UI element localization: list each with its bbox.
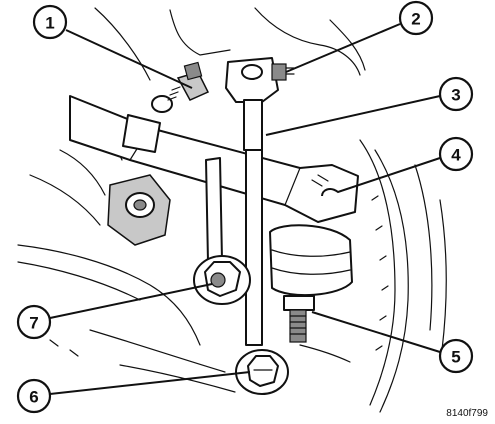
callout-4: 4 bbox=[438, 136, 474, 172]
callout-2: 2 bbox=[398, 0, 434, 36]
callout-7: 7 bbox=[16, 304, 52, 340]
leader-5 bbox=[311, 311, 441, 353]
callout-7-label: 7 bbox=[29, 314, 38, 333]
callout-1: 1 bbox=[32, 4, 68, 40]
leader-1 bbox=[65, 29, 193, 89]
callout-3-label: 3 bbox=[451, 86, 460, 105]
lower-link-eye bbox=[235, 349, 289, 395]
stud-nut-lower-right bbox=[283, 295, 315, 343]
bolt-top-left bbox=[167, 61, 210, 101]
lower-ball-joint bbox=[193, 255, 251, 305]
leader-4 bbox=[321, 157, 441, 197]
stabilizer-link-rod bbox=[205, 99, 263, 346]
callout-4-label: 4 bbox=[451, 146, 461, 165]
leader-7 bbox=[49, 283, 213, 319]
upper-link-head bbox=[225, 57, 295, 103]
background-chassis bbox=[17, 7, 447, 413]
callout-6: 6 bbox=[16, 378, 52, 414]
callout-3: 3 bbox=[438, 76, 474, 112]
leader-3 bbox=[265, 95, 441, 136]
callout-5: 5 bbox=[438, 338, 474, 374]
knuckle-body bbox=[269, 174, 353, 297]
leader-2 bbox=[285, 23, 401, 73]
callout-1-label: 1 bbox=[45, 14, 54, 33]
callout-6-label: 6 bbox=[29, 388, 38, 407]
leader-6 bbox=[49, 371, 251, 395]
leader-lines bbox=[49, 23, 441, 395]
figure-id: 8140f799 bbox=[446, 408, 488, 419]
callout-5-label: 5 bbox=[451, 348, 460, 367]
callout-2-label: 2 bbox=[411, 10, 420, 29]
